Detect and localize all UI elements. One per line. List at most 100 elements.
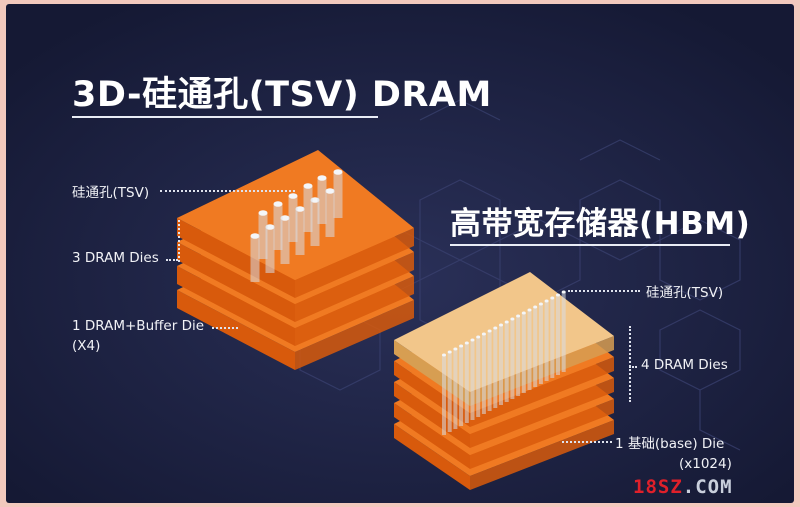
left-dram-dies-leader bbox=[166, 259, 178, 261]
tsv-pillar-cap bbox=[521, 311, 526, 315]
tsv-pillar-cap bbox=[487, 329, 492, 333]
right-tsv-14 bbox=[516, 314, 521, 396]
right-tsv-22 bbox=[561, 290, 566, 372]
left-buffer-die-leader bbox=[212, 327, 238, 329]
right-dram-dies-label: 4 DRAM Dies bbox=[641, 357, 728, 373]
tsv-pillar-cap bbox=[476, 335, 481, 339]
tsv-pillar-body bbox=[521, 313, 526, 393]
left-buffer-die-label: 1 DRAM+Buffer Die bbox=[72, 318, 205, 334]
right-tsv-17 bbox=[533, 305, 538, 387]
left-tsv-3 bbox=[280, 215, 290, 264]
tsv-pillar-cap bbox=[561, 290, 566, 294]
right-base-die-count: (x1024) bbox=[679, 456, 732, 472]
tsv-pillar-body bbox=[493, 328, 498, 408]
tsv-pillar-cap bbox=[499, 323, 503, 327]
right-tsv-16 bbox=[527, 308, 532, 390]
tsv-pillar-cap bbox=[516, 314, 521, 318]
right-base-die-label: 1 基础(base) Die bbox=[615, 436, 725, 452]
tsv-pillar-cap bbox=[250, 233, 260, 239]
left-tsv-11 bbox=[317, 175, 327, 224]
tsv-pillar-cap bbox=[442, 353, 446, 357]
die-left-face bbox=[394, 424, 470, 490]
right-tsv-1 bbox=[442, 353, 446, 435]
die-right-face bbox=[470, 399, 614, 469]
tsv-pillar-cap bbox=[310, 197, 320, 203]
left-tsv-label: 硅通孔(TSV) bbox=[72, 185, 150, 201]
tsv-pillar-cap bbox=[459, 344, 464, 348]
tsv-pillar-cap bbox=[265, 224, 275, 230]
left-tsv-7 bbox=[258, 210, 268, 259]
tsv-pillar-body bbox=[258, 213, 268, 259]
die-left-face bbox=[394, 403, 470, 469]
right-tsv-3 bbox=[453, 347, 458, 429]
die-right-face bbox=[295, 228, 414, 298]
tsv-pillar-cap bbox=[273, 201, 283, 207]
left-dram-dies-label: 3 DRAM Dies bbox=[72, 250, 159, 266]
left-tsv-12 bbox=[333, 169, 343, 218]
tsv-pillar-body bbox=[442, 355, 446, 435]
left-tsv-2 bbox=[265, 224, 275, 273]
tsv-pillar-body bbox=[459, 346, 464, 426]
right-tsv-2 bbox=[447, 350, 452, 432]
tsv-dram-stack bbox=[177, 150, 414, 370]
hexagon-pattern bbox=[299, 99, 741, 451]
right-tsv-18 bbox=[538, 302, 543, 384]
tsv-pillar-body bbox=[544, 301, 549, 381]
right-tsv-6 bbox=[470, 338, 475, 420]
tsv-pillar-body bbox=[538, 304, 543, 384]
left-title-underline bbox=[72, 116, 378, 118]
right-tsv-7 bbox=[476, 335, 481, 417]
tsv-pillar-body bbox=[499, 325, 503, 405]
tsv-pillar-body bbox=[487, 331, 492, 411]
right-tsv-9 bbox=[487, 329, 492, 411]
tsv-pillar-body bbox=[533, 307, 538, 387]
tsv-pillar-body bbox=[303, 186, 313, 232]
right-tsv-4 bbox=[459, 344, 464, 426]
right-tsv-21 bbox=[556, 293, 560, 375]
die-right-face bbox=[295, 252, 414, 322]
die-right-face bbox=[470, 420, 614, 490]
left-tsv-1 bbox=[250, 233, 260, 282]
left-tsv-6 bbox=[325, 188, 335, 237]
tsv-pillar-body bbox=[333, 172, 343, 218]
tsv-pillar-cap bbox=[258, 210, 268, 216]
tsv-pillar-body bbox=[556, 295, 560, 375]
die-left-face bbox=[177, 290, 295, 370]
tsv-pillar-cap bbox=[280, 215, 290, 221]
tsv-pillar-cap bbox=[527, 308, 532, 312]
right-dram-dies-leader bbox=[629, 366, 637, 368]
left-tsv-leader bbox=[160, 190, 295, 192]
right-tsv-20 bbox=[550, 296, 555, 378]
right-tsv-13 bbox=[510, 317, 515, 399]
left-tsv-5 bbox=[310, 197, 320, 246]
tsv-pillar-body bbox=[447, 352, 452, 432]
tsv-pillar-body bbox=[325, 191, 335, 237]
left-buffer-die-count: (X4) bbox=[72, 338, 101, 354]
tsv-pillar-body bbox=[470, 340, 475, 420]
tsv-pillar-cap bbox=[295, 206, 305, 212]
tsv-pillar-body bbox=[510, 319, 515, 399]
tsv-pillar-cap bbox=[550, 296, 555, 300]
tsv-pillar-cap bbox=[504, 320, 509, 324]
tsv-pillar-cap bbox=[303, 183, 313, 189]
die-left-face bbox=[177, 266, 295, 346]
tsv-pillar-body bbox=[310, 200, 320, 246]
tsv-pillar-body bbox=[295, 209, 305, 255]
tsv-pillar-body bbox=[453, 349, 458, 429]
tsv-pillar-body bbox=[516, 316, 521, 396]
tsv-pillar-cap bbox=[464, 341, 469, 345]
tsv-pillar-body bbox=[317, 178, 327, 224]
tsv-pillar-body bbox=[250, 236, 260, 282]
watermark-suffix: .COM bbox=[682, 476, 733, 498]
right-title-underline bbox=[450, 244, 730, 246]
right-dram-dies-bracket bbox=[629, 326, 631, 402]
tsv-pillar-cap bbox=[470, 338, 475, 342]
right-title: 高带宽存储器(HBM) bbox=[450, 206, 751, 242]
right-tsv-12 bbox=[504, 320, 509, 402]
tsv-pillar-cap bbox=[325, 188, 335, 194]
tsv-pillar-body bbox=[265, 227, 275, 273]
right-tsv-leader bbox=[568, 290, 640, 292]
tsv-pillar-cap bbox=[333, 169, 343, 175]
